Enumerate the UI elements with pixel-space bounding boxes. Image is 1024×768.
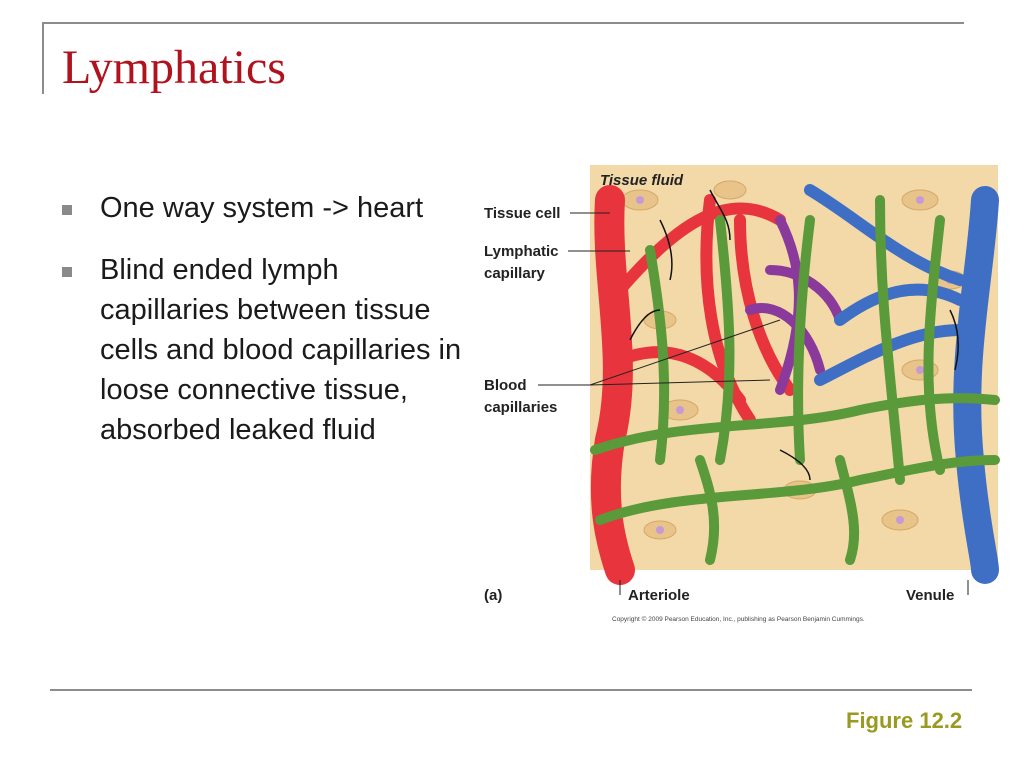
square-bullet-icon <box>62 267 72 277</box>
bullet-item: Blind ended lymph capillaries between ti… <box>62 250 462 450</box>
figure-reference: Figure 12.2 <box>846 708 963 733</box>
blood-capillaries-label-line1: Blood <box>484 377 527 394</box>
bullet-text: Blind ended lymph capillaries between ti… <box>100 254 462 446</box>
copyright-text: Copyright © 2009 Pearson Education, Inc.… <box>612 615 865 623</box>
arteriole-vessel <box>590 185 635 585</box>
arteriole-label: Arteriole <box>628 587 690 604</box>
bullet-item: One way system -> heart <box>62 188 462 228</box>
flow-arrows <box>629 189 960 481</box>
slide-title: Lymphatics <box>62 41 286 94</box>
panel-label: (a) <box>484 587 502 604</box>
lymphatic-capillary-label-line1: Lymphatic <box>484 243 558 260</box>
tissue-fluid-label: Tissue fluid <box>600 172 684 189</box>
lymphatic-capillary-label-line2: capillary <box>484 265 546 282</box>
bottom-rule <box>50 689 972 691</box>
bullet-list: One way system -> heart Blind ended lymp… <box>62 188 462 472</box>
bullet-text: One way system -> heart <box>100 192 424 224</box>
leader-lines <box>538 212 969 595</box>
left-frame-line <box>42 22 44 94</box>
square-bullet-icon <box>62 205 72 215</box>
top-frame-line <box>42 22 964 24</box>
tissue-cell-label: Tissue cell <box>484 205 560 222</box>
lymphatic-capillaries <box>590 195 1000 565</box>
lymphatics-diagram: Tissue fluid Tissue cell Lymphatic capil… <box>484 165 1000 623</box>
venule-vessel <box>953 186 999 584</box>
blood-capillaries-label-line2: capillaries <box>484 399 557 416</box>
venule-label: Venule <box>906 587 954 604</box>
